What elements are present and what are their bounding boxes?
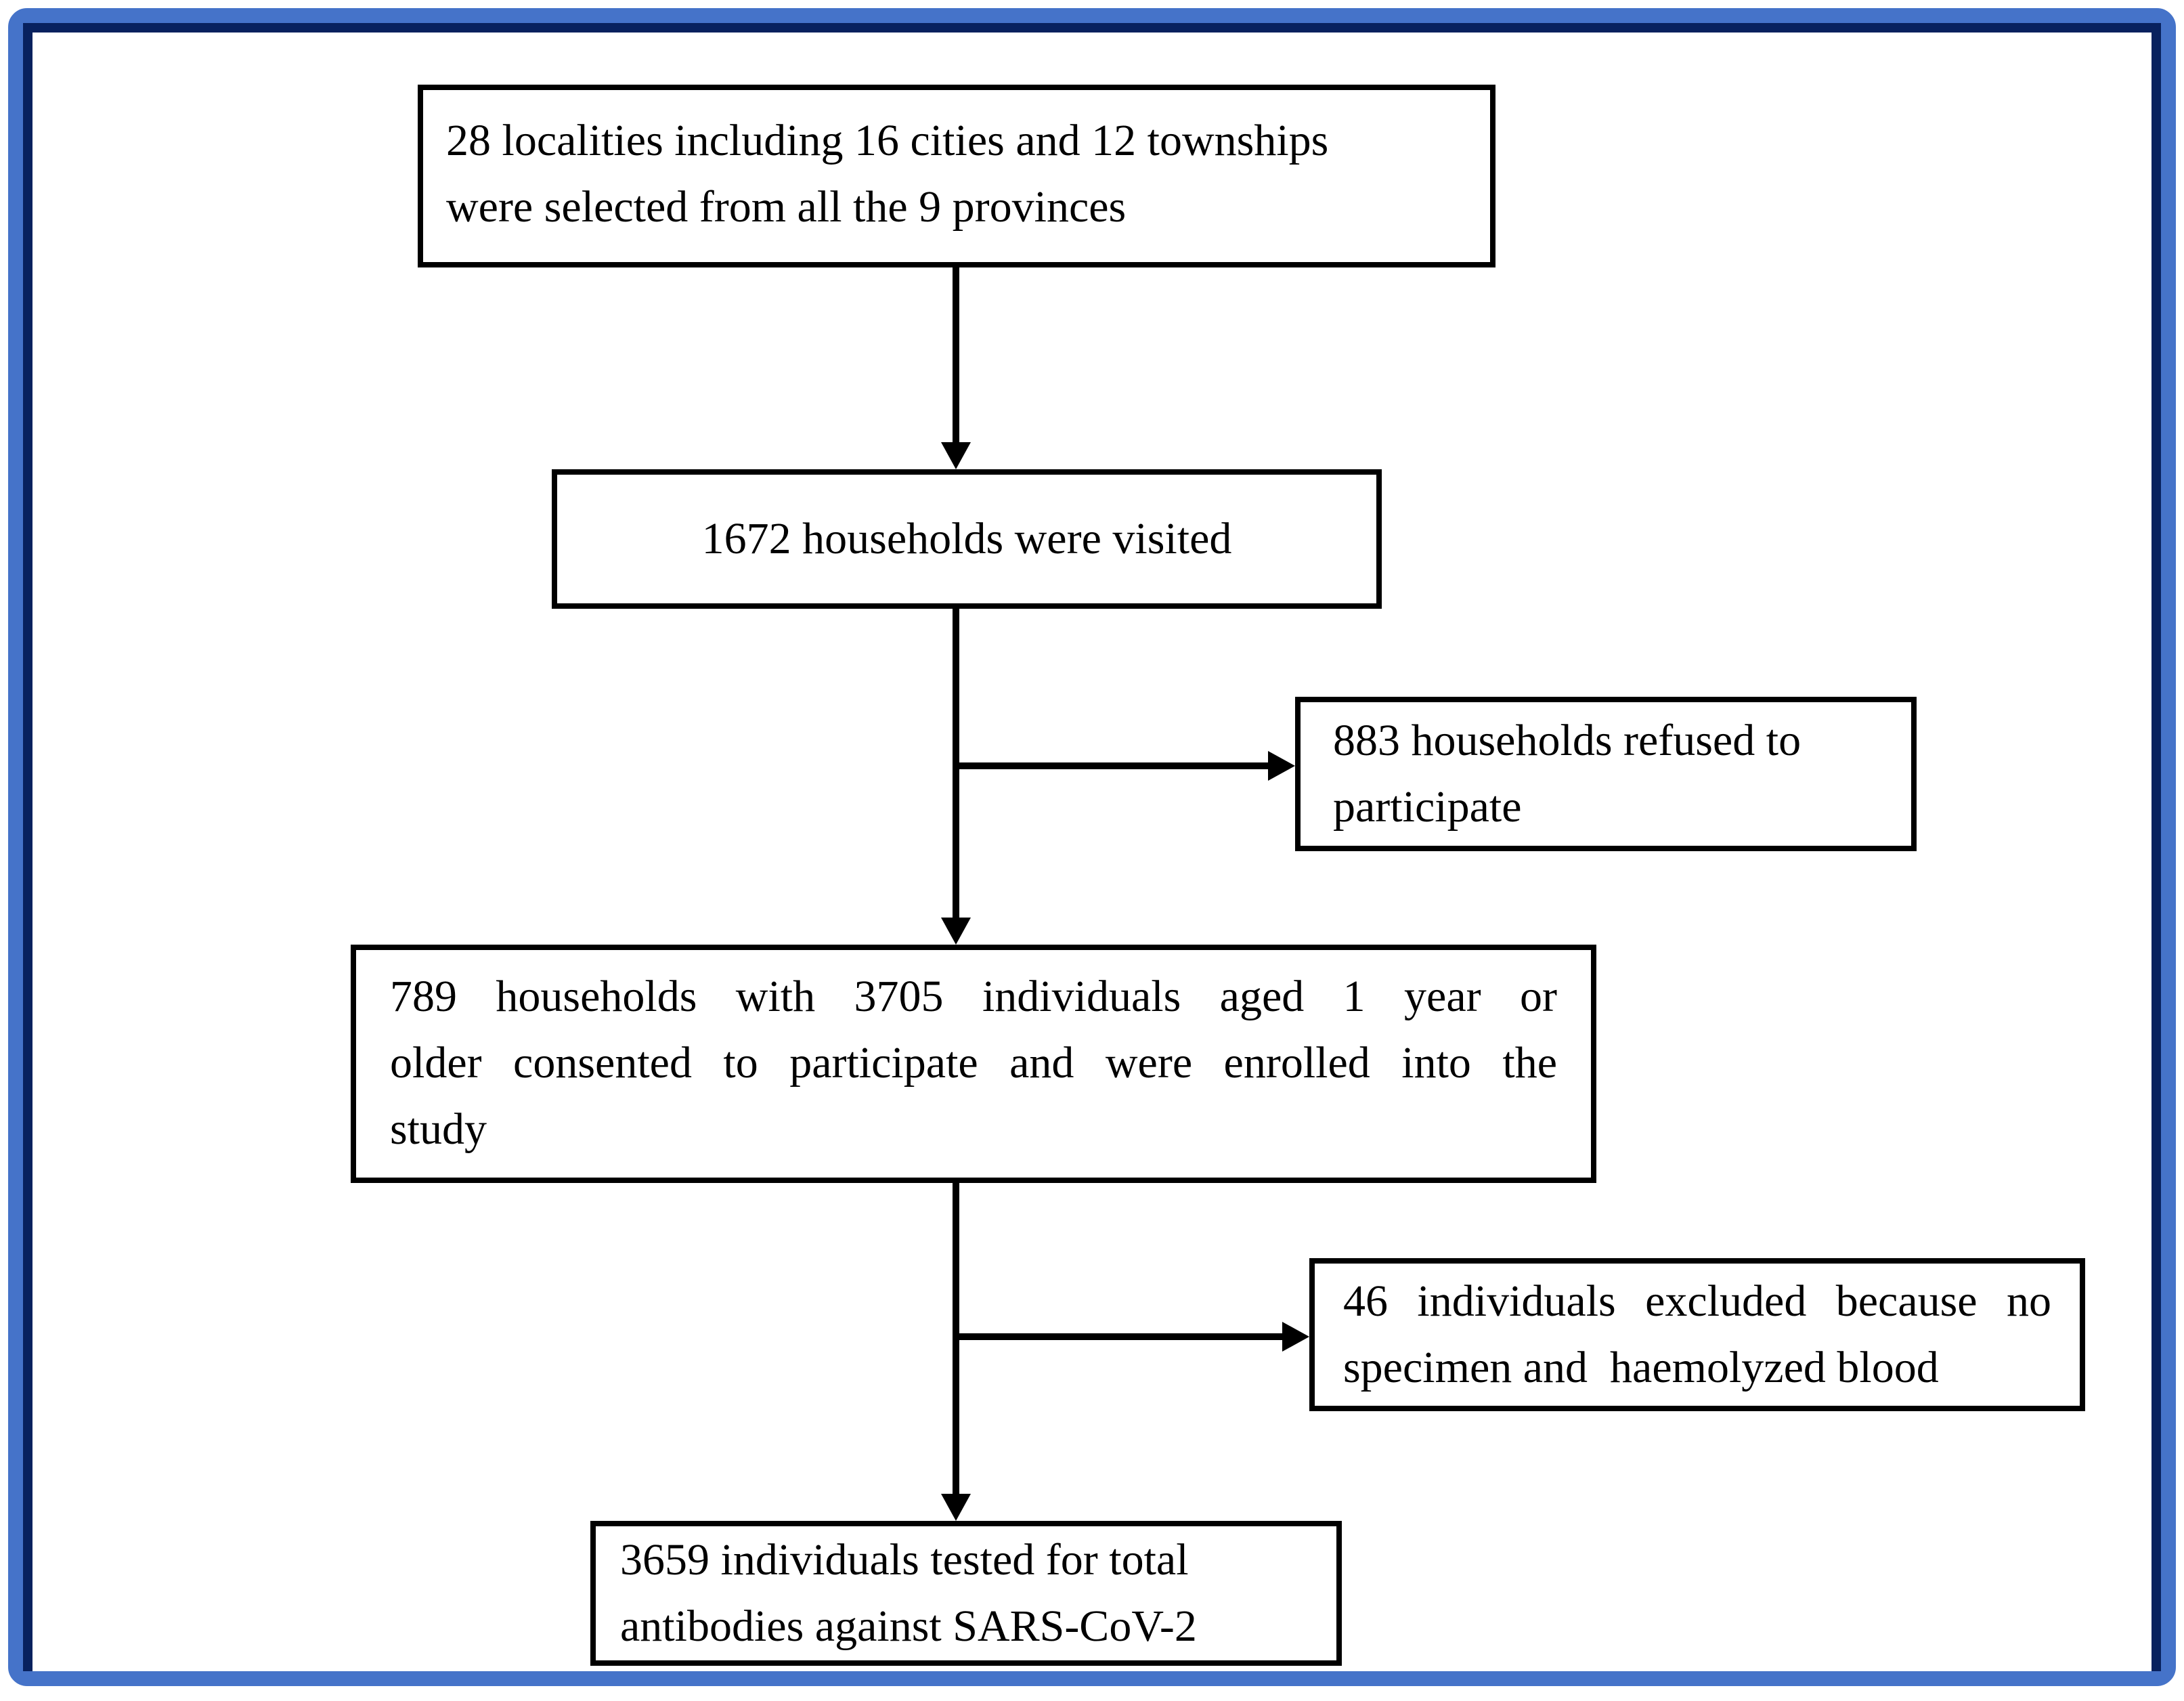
box-text-line: participate — [1333, 782, 1522, 832]
box-text-line: study — [390, 1104, 487, 1154]
arrowhead-right-icon — [1282, 1322, 1309, 1352]
box-text-line: specimen and haemolyzed blood — [1343, 1343, 1939, 1392]
flow-box-households-enrolled: 789 households with 3705 individuals age… — [351, 945, 1596, 1183]
box-text-line: 1672 households were visited — [701, 514, 1232, 563]
box-text-line: 28 localities including 16 cities and 12… — [446, 116, 1329, 165]
flow-box-households-refused: 883 households refused to participate — [1295, 697, 1917, 851]
box-text-line: 46 individuals excluded because no — [1343, 1276, 2051, 1326]
inner-frame-border — [23, 23, 2161, 1671]
box-text-line: 789 households with 3705 individuals age… — [390, 972, 1557, 1021]
box-text-line: 883 households refused to — [1333, 716, 1801, 765]
flow-box-individuals-excluded: 46 individuals excluded because no speci… — [1309, 1258, 2085, 1411]
arrowhead-down-icon — [941, 1494, 971, 1521]
box-text-line: 3659 individuals tested for total — [620, 1535, 1189, 1585]
connector-line-vertical — [953, 267, 959, 445]
flow-box-individuals-tested: 3659 individuals tested for total antibo… — [590, 1521, 1342, 1666]
box-text-line: antibodies against SARS-CoV-2 — [620, 1601, 1197, 1651]
connector-line-horizontal — [956, 762, 1269, 769]
box-text-line: were selected from all the 9 provinces — [446, 182, 1127, 232]
box-text-line: older consented to participate and were … — [390, 1038, 1557, 1088]
connector-line-horizontal — [956, 1333, 1284, 1340]
arrowhead-down-icon — [941, 442, 971, 469]
outer-frame-border — [8, 8, 2176, 1686]
arrowhead-right-icon — [1268, 751, 1295, 781]
flow-box-households-visited: 1672 households were visited — [552, 469, 1382, 609]
flow-box-localities-selected: 28 localities including 16 cities and 12… — [418, 85, 1495, 267]
arrowhead-down-icon — [941, 918, 971, 945]
